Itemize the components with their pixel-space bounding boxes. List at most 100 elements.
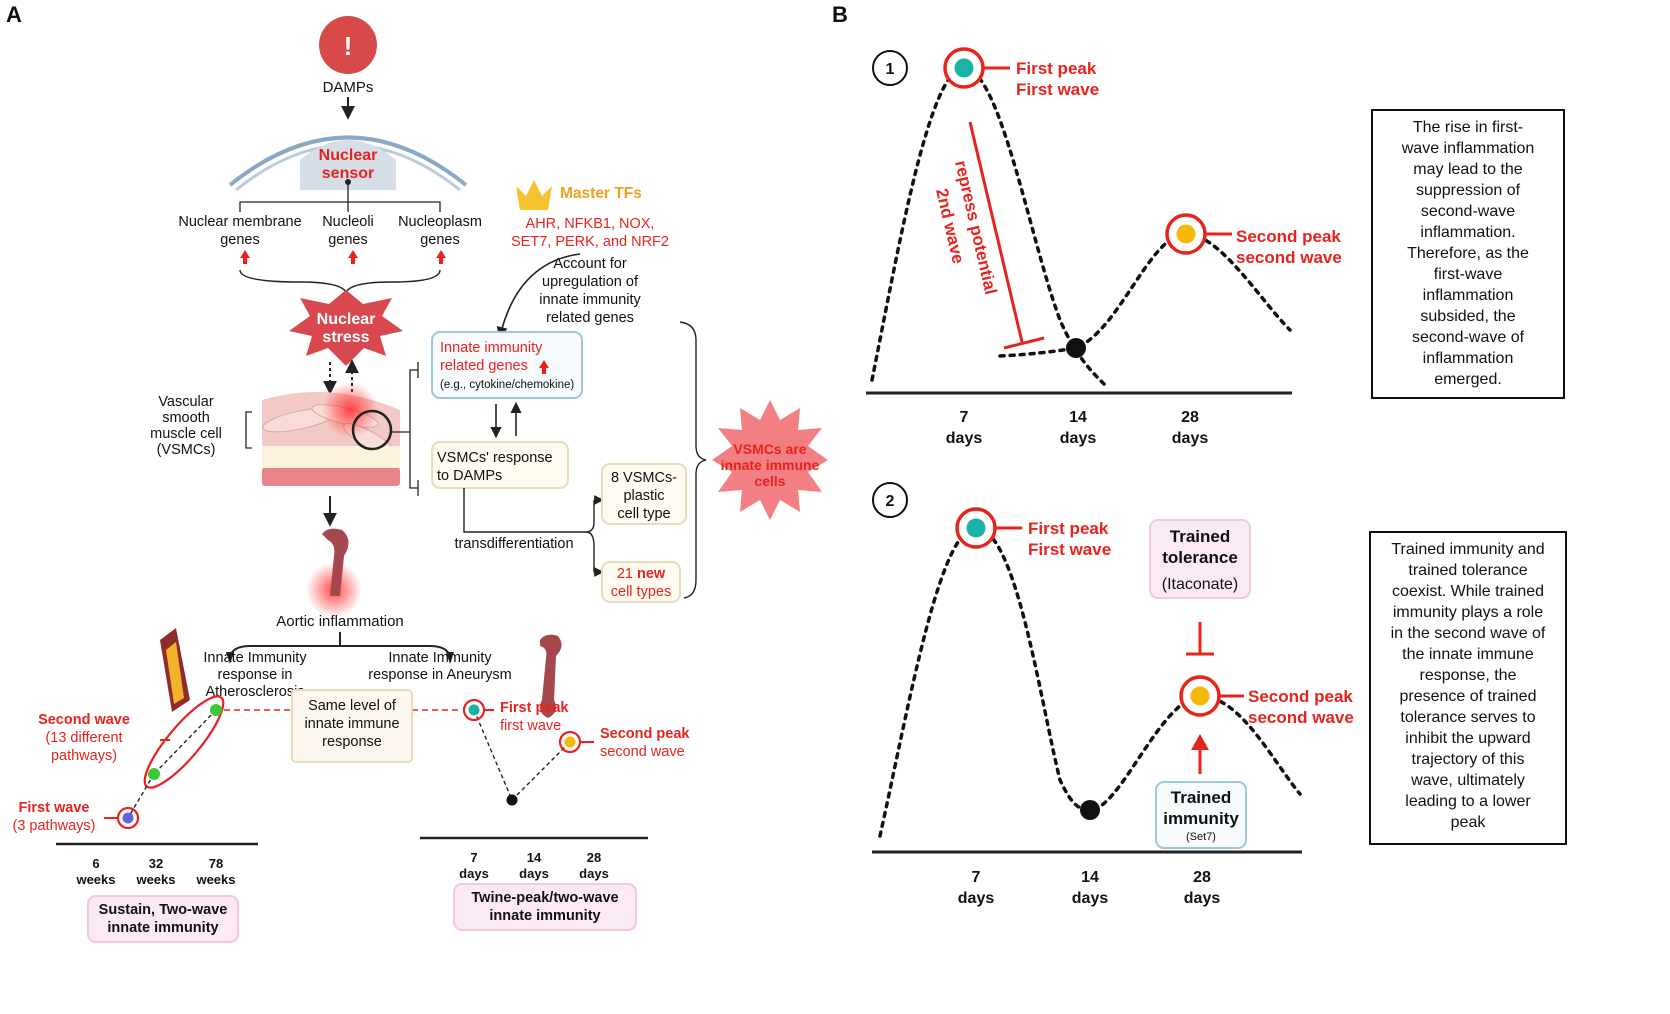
aneurysm-first-peak: First peak xyxy=(500,700,569,716)
note1-box xyxy=(1371,109,1565,399)
vsmc-immune-burst xyxy=(712,400,828,520)
tick-28-unit: days xyxy=(579,866,609,881)
tf-list-line1: AHR, NFKB1, NOX, xyxy=(526,216,655,232)
tick-6-unit: weeks xyxy=(75,872,115,887)
alert-symbol: ! xyxy=(344,31,353,61)
tick-14-unit: days xyxy=(519,866,549,881)
plot1-second-wave-curve xyxy=(998,232,1292,358)
plot1-tick-14: 14 xyxy=(1069,409,1087,426)
svg-text:emerged.: emerged. xyxy=(1434,371,1502,388)
plot1-number-badge xyxy=(872,50,908,86)
innate-genes-eg: (e.g., cytokine/chemokine) xyxy=(440,379,574,391)
svg-text:suppression of: suppression of xyxy=(1416,182,1521,199)
panel-a-label: A xyxy=(6,2,22,27)
svg-text:second-wave: second-wave xyxy=(1421,203,1515,220)
nuclear-stress-line2: stress xyxy=(322,329,369,346)
vsmc-line3: muscle cell xyxy=(150,426,222,442)
genes-brace xyxy=(239,269,441,294)
gene-bracket xyxy=(239,201,441,212)
sustain-line1: Sustain, Two-wave xyxy=(99,902,228,918)
twine-box xyxy=(453,883,637,931)
svg-text:wave inflammation: wave inflammation xyxy=(1401,140,1535,157)
membrane-genes-line2: genes xyxy=(220,232,260,248)
vsmc-illustration xyxy=(262,382,400,486)
plot2-first-peak-dot xyxy=(966,518,986,538)
svg-text:coexist. While trained: coexist. While trained xyxy=(1392,583,1544,600)
trained-immunity-line1: Trained xyxy=(1171,788,1231,807)
sensor-node xyxy=(345,179,351,185)
trained-tolerance-line2: tolerance xyxy=(1162,548,1238,567)
svg-text:trajectory of this: trajectory of this xyxy=(1412,751,1525,768)
plastic-line3: cell type xyxy=(617,506,670,522)
plot2-tick-28-unit: days xyxy=(1184,890,1221,907)
tf-list-line2: SET7, PERK, and NRF2 xyxy=(511,234,669,250)
panel-b: B 1 First peak First wave Second peak se… xyxy=(832,2,1567,907)
plot1-first-peak-dot xyxy=(954,58,974,78)
aneurysm-ticks: 7 days 14 days 28 days xyxy=(459,850,609,881)
nucleoplasm-genes-line2: genes xyxy=(420,232,460,248)
second-wave-title: Second wave xyxy=(38,712,130,728)
athero-line1: Innate Immunity xyxy=(203,650,307,666)
innate-genes-box xyxy=(431,331,583,399)
svg-text:inflammation: inflammation xyxy=(1423,287,1514,304)
vsmc-immune-line1: VSMCs are xyxy=(733,441,806,457)
set7-label: (Set7) xyxy=(1186,831,1216,843)
plot2-number: 2 xyxy=(886,493,895,510)
svg-text:leading to a lower: leading to a lower xyxy=(1405,793,1531,810)
tick-28: 28 xyxy=(587,850,601,865)
svg-text:response, the: response, the xyxy=(1420,667,1517,684)
trained-immunity-line2: immunity xyxy=(1163,809,1239,828)
svg-text:second-wave of: second-wave of xyxy=(1412,329,1525,346)
repress-bar xyxy=(1003,336,1045,350)
plastic-cell-box xyxy=(601,463,687,525)
master-tfs-title: Master TFs xyxy=(560,185,642,202)
same-level-box xyxy=(291,689,413,763)
new-types-line2: cell types xyxy=(611,584,671,600)
tick-78: 78 xyxy=(209,856,223,871)
transdiff-label: transdifferentiation xyxy=(454,536,573,552)
plot1-second-peak: Second peak xyxy=(1236,227,1341,246)
account-line3: innate immunity xyxy=(539,292,641,308)
account-line4: related genes xyxy=(546,310,634,326)
twine-line1: Twine-peak/two-wave xyxy=(471,890,618,906)
note2-text: Trained immunity and trained tolerance c… xyxy=(1391,541,1546,831)
aortic-inflammation-label: Aortic inflammation xyxy=(276,613,404,630)
aneurysm-line2: response in Aneurysm xyxy=(368,667,511,683)
svg-text:inflammation.: inflammation. xyxy=(1420,224,1515,241)
plot1-second-peak-dot xyxy=(1176,224,1196,244)
svg-text:Therefore, as the: Therefore, as the xyxy=(1407,245,1529,262)
same-level-line3: response xyxy=(322,734,382,750)
plot2-second-peak-dot xyxy=(1190,686,1210,706)
plot2-tick-28: 28 xyxy=(1193,869,1211,886)
plot2-ticks: 7 days 14 days 28 days xyxy=(958,869,1221,907)
aneurysm-icon xyxy=(540,634,562,718)
aorta-illustration xyxy=(306,528,362,618)
new-types-line1: 21 new xyxy=(617,566,666,582)
aneurysm-line1: Innate Immunity xyxy=(388,650,492,666)
nuclear-membrane-arc xyxy=(228,135,468,187)
alert-icon xyxy=(319,16,377,74)
nucleoli-genes-line1: Nucleoli xyxy=(322,214,374,230)
svg-text:first-wave: first-wave xyxy=(1434,266,1503,283)
aneurysm-first-wave: first wave xyxy=(500,718,561,734)
plot1-second-wave: second wave xyxy=(1236,248,1342,267)
up-arrow-icons xyxy=(240,250,446,264)
plot1-tick-7-unit: days xyxy=(946,430,983,447)
itaconate-label: (Itaconate) xyxy=(1162,576,1238,593)
vsmc-response-box xyxy=(431,441,569,489)
svg-text:inflammation: inflammation xyxy=(1423,350,1514,367)
plot1-tick-7: 7 xyxy=(960,409,969,426)
plot2-number-badge xyxy=(872,482,908,518)
aneurysm-first-peak-dot xyxy=(468,704,480,716)
vsmc-response-line2: to DAMPs xyxy=(437,468,502,484)
nuclear-sensor-line2: sensor xyxy=(322,165,374,182)
vsmc-immune-line3: cells xyxy=(754,473,785,489)
tick-78-unit: weeks xyxy=(195,872,235,887)
repress-line xyxy=(968,121,1024,343)
account-line1: Account for xyxy=(553,256,627,272)
tick-7: 7 xyxy=(470,850,477,865)
innate-genes-line2: related genes xyxy=(440,358,528,374)
plastic-line2: plastic xyxy=(623,488,664,504)
